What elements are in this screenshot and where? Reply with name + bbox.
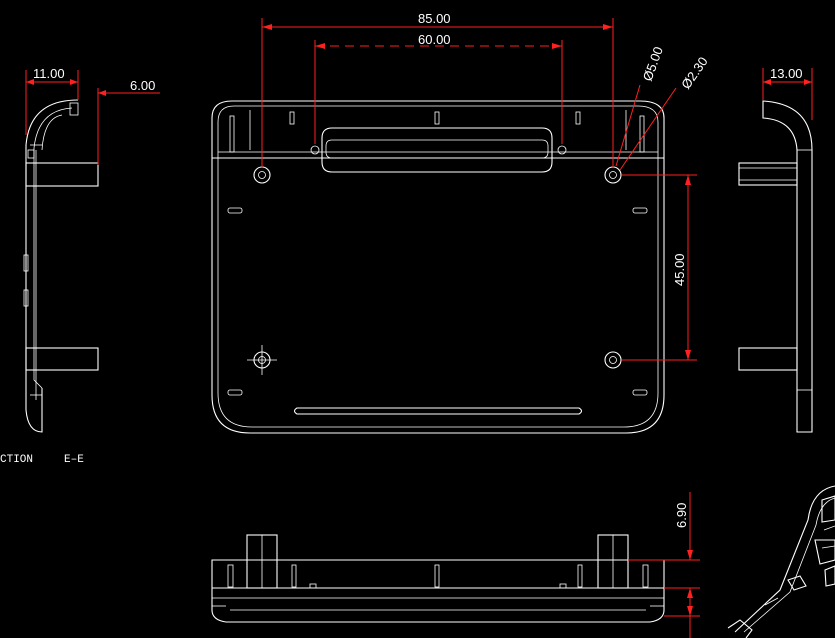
dim-overall-width: 85.00 <box>261 11 614 168</box>
dim-overall-width-text: 85.00 <box>418 11 451 26</box>
dim-left-width-text: 11.00 <box>33 66 65 81</box>
dim-left-width: 11.00 <box>25 66 79 135</box>
section-label-word: CTION <box>0 454 33 466</box>
dim-left-offset-text: 6.00 <box>130 78 155 93</box>
mount-hole-top-left <box>253 166 271 184</box>
mount-hole-bottom-right <box>604 351 622 369</box>
left-section-view <box>23 99 99 433</box>
dim-right-width-text: 13.00 <box>770 66 803 81</box>
dim-hole-spacing-text: 45.00 <box>672 253 687 286</box>
dim-bottom-height: 6.90 <box>628 492 700 638</box>
mount-hole-top-right <box>604 166 622 184</box>
bottom-front-view <box>211 534 665 623</box>
dim-hole-leaders: Ø5.00 Ø2.30 <box>615 45 711 171</box>
main-top-view <box>211 100 665 434</box>
dim-hole-spacing: 45.00 <box>622 174 697 361</box>
left-upper-boss-section <box>25 162 99 187</box>
dim-slot-width-text: 60.00 <box>418 32 451 47</box>
dim-right-width: 13.00 <box>762 66 813 120</box>
dim-hole-large-text: Ø5.00 <box>640 45 666 83</box>
section-label-name: E–E <box>64 454 84 466</box>
dim-slot-width: 60.00 <box>314 32 563 144</box>
right-side-view <box>738 100 813 433</box>
dim-left-offset: 6.00 <box>97 78 160 165</box>
bottom-slot <box>293 407 583 415</box>
dim-hole-small-text: Ø2.30 <box>678 54 711 92</box>
left-lower-boss-section <box>25 347 99 371</box>
dim-bottom-height-text: 6.90 <box>674 503 689 528</box>
isometric-view <box>727 485 835 638</box>
